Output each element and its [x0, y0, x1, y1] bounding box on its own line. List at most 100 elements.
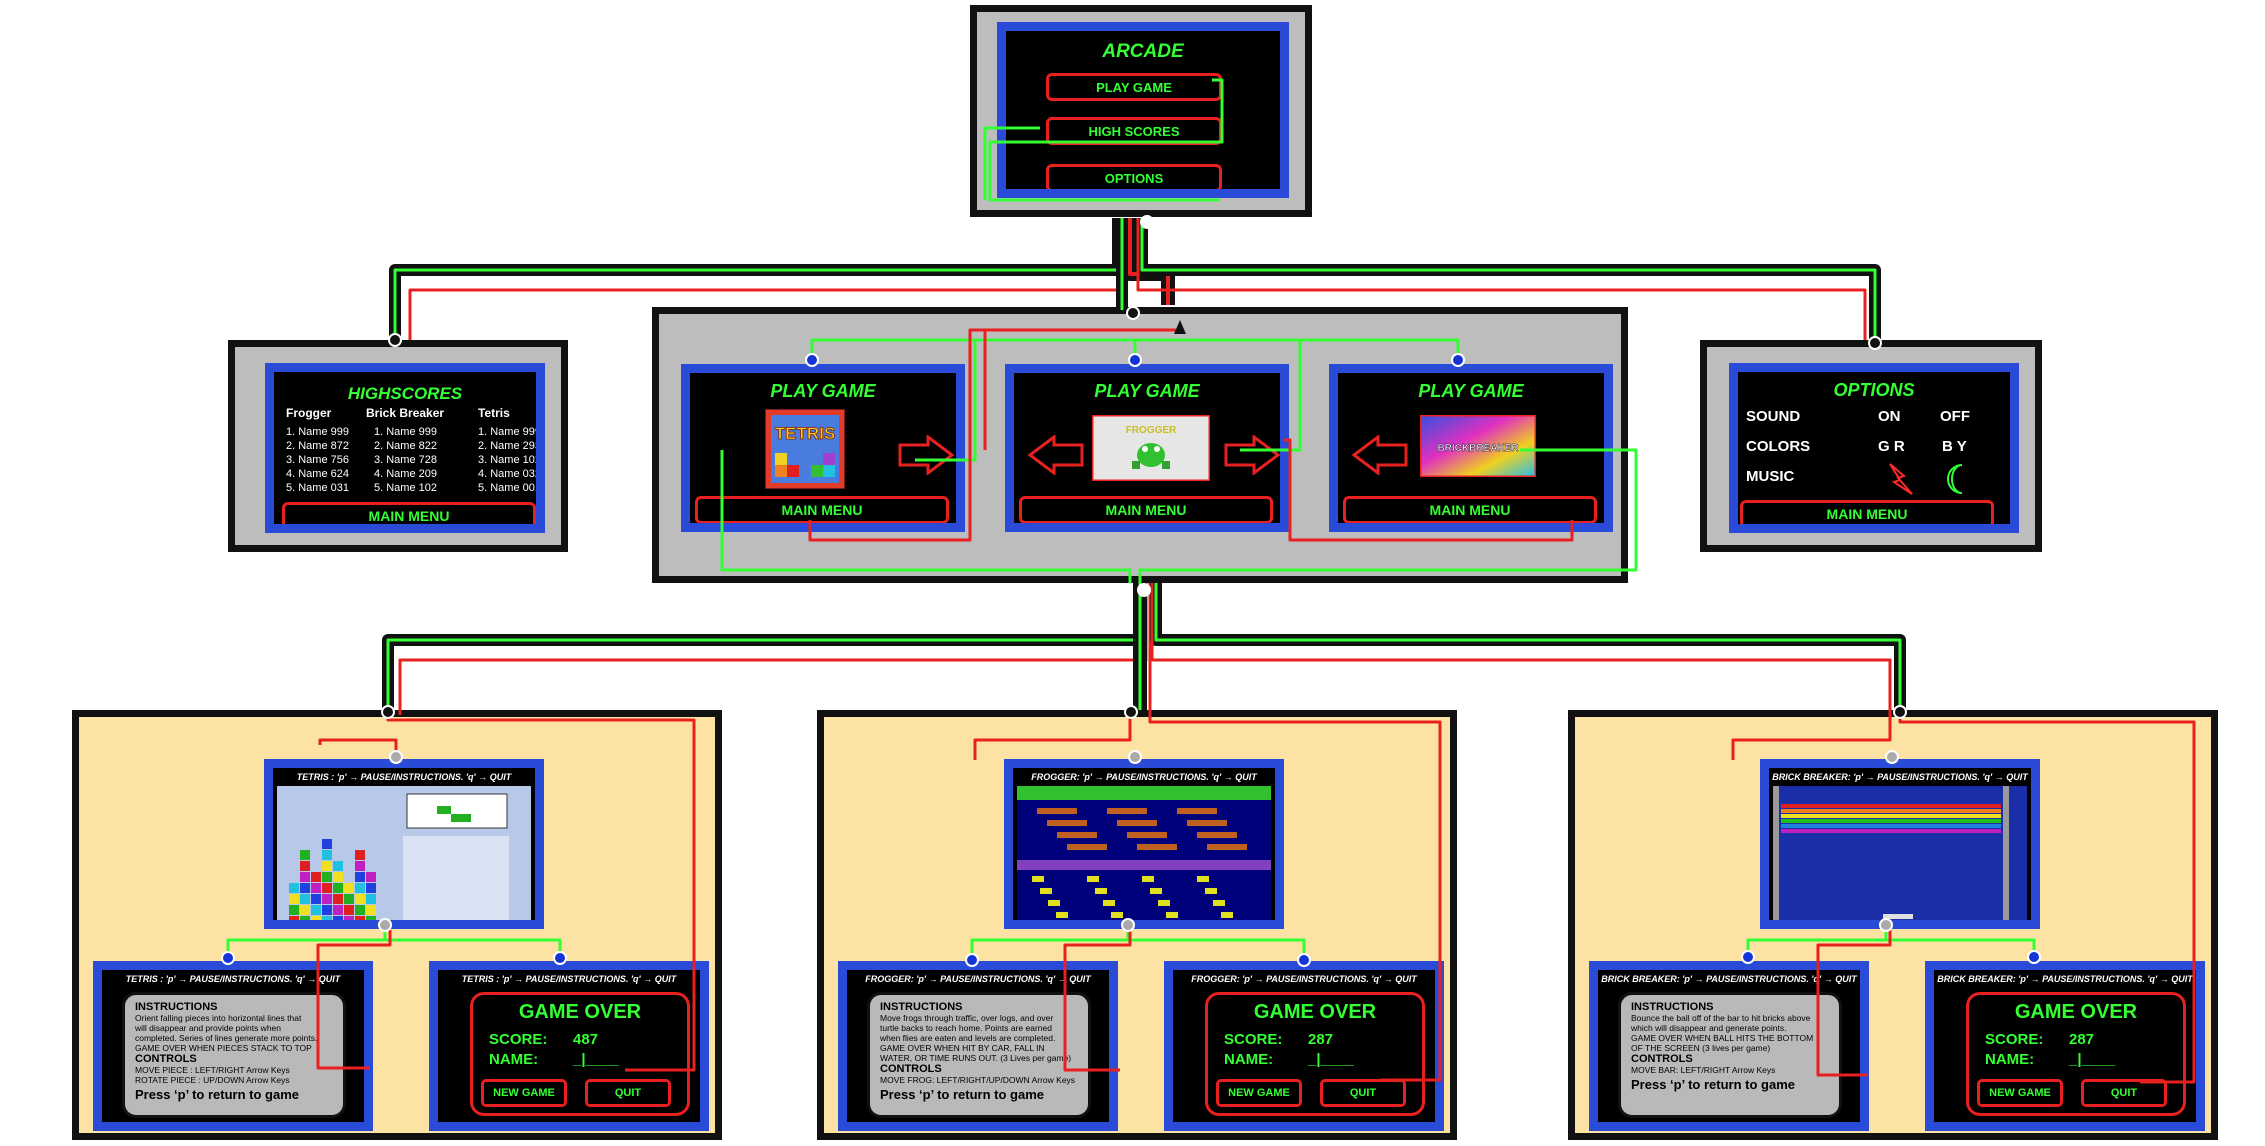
hs-cell: 4. Name 624	[286, 468, 349, 480]
prev-arrow-icon[interactable]	[1352, 435, 1408, 475]
game-header: BRICK BREAKER: 'p' → PAUSE/INSTRUCTIONS.…	[1937, 974, 2193, 984]
gameover-screen-tetris: TETRIS : 'p' → PAUSE/INSTRUCTIONS. 'q' →…	[429, 961, 709, 1131]
return-hint: Press ‘p’ to return to game	[135, 1087, 299, 1102]
instructions-line: Move frogs through traffic, over logs, a…	[880, 1013, 1054, 1023]
hs-cell: 5. Name 001	[478, 482, 541, 494]
name-input[interactable]: _|____	[573, 1051, 619, 1068]
controls-line: MOVE BAR: LEFT/RIGHT Arrow Keys	[1631, 1065, 1776, 1075]
hs-cell: 3. Name 102	[478, 454, 541, 466]
option-sound-label: SOUND	[1746, 408, 1801, 425]
game-header: BRICK BREAKER: 'p' → PAUSE/INSTRUCTIONS.…	[1601, 974, 1857, 984]
hs-cell: 5. Name 102	[374, 482, 437, 494]
gameplay-screen-tetris[interactable]: TETRIS : 'p' → PAUSE/INSTRUCTIONS. 'q' →…	[264, 759, 544, 929]
next-arrow-icon[interactable]	[1224, 435, 1280, 475]
play-screen-frogger: PLAY GAME FROGGER MAIN MENU	[1005, 364, 1289, 532]
options-screen: OPTIONS SOUND ON OFF COLORS G R B Y MUSI…	[1729, 363, 2019, 533]
lightning-icon[interactable]	[1886, 462, 1916, 496]
controls-line: MOVE PIECE : LEFT/RIGHT Arrow Keys	[135, 1065, 290, 1075]
instructions-line: which will disappear and generate points…	[1631, 1023, 1787, 1033]
gameover-screen-brickbreaker: BRICK BREAKER: 'p' → PAUSE/INSTRUCTIONS.…	[1925, 961, 2205, 1131]
frogger-thumbnail[interactable]: FROGGER	[1092, 415, 1210, 481]
return-hint: Press ‘p’ to return to game	[880, 1087, 1044, 1102]
play-brick-main-menu-button[interactable]: MAIN MENU	[1343, 496, 1597, 523]
quit-button[interactable]: QUIT	[1320, 1079, 1406, 1107]
instructions-title: INSTRUCTIONS	[1631, 1001, 1714, 1013]
high-scores-button[interactable]: HIGH SCORES	[1046, 117, 1222, 145]
hs-cell: 5. Name 031	[286, 482, 349, 494]
name-input[interactable]: _|____	[1308, 1051, 1354, 1068]
controls-title: CONTROLS	[880, 1063, 942, 1075]
instructions-line: WATER, OR TIME RUNS OUT. (3 Lives per ga…	[880, 1053, 1072, 1063]
next-arrow-icon[interactable]	[898, 435, 954, 475]
hs-col-brick: Brick Breaker	[366, 406, 445, 420]
play-tetris-main-menu-button[interactable]: MAIN MENU	[695, 496, 949, 523]
options-button[interactable]: OPTIONS	[1046, 164, 1222, 189]
instructions-screen-brickbreaker: BRICK BREAKER: 'p' → PAUSE/INSTRUCTIONS.…	[1589, 961, 1869, 1131]
controls-line: ROTATE PIECE : UP/DOWN Arrow Keys	[135, 1075, 290, 1085]
hs-cell: 4. Name 032	[478, 468, 541, 480]
controls-line: MOVE FROG: LEFT/RIGHT/UP/DOWN Arrow Keys	[880, 1075, 1076, 1085]
gameplay-screen-frogger[interactable]: FROGGER: 'p' → PAUSE/INSTRUCTIONS. 'q' →…	[1004, 759, 1284, 929]
play-game-button[interactable]: PLAY GAME	[1046, 73, 1222, 101]
new-game-button[interactable]: NEW GAME	[1216, 1079, 1302, 1107]
quit-button[interactable]: QUIT	[2081, 1079, 2167, 1107]
option-sound-off[interactable]: OFF	[1940, 408, 1970, 425]
hs-cell: 4. Name 209	[374, 468, 437, 480]
frogger-logo-text: FROGGER	[1126, 425, 1177, 436]
instructions-line: Bounce the ball off of the bar to hit br…	[1631, 1013, 1811, 1023]
instructions-line: when flies are eaten and levels are comp…	[880, 1033, 1056, 1043]
game-header: TETRIS : 'p' → PAUSE/INSTRUCTIONS. 'q' →…	[461, 974, 677, 984]
option-sound-on[interactable]: ON	[1878, 408, 1901, 425]
play-tetris-title: PLAY GAME	[770, 381, 876, 401]
instructions-title: INSTRUCTIONS	[135, 1001, 218, 1013]
gameplay-screen-brickbreaker[interactable]: BRICK BREAKER: 'p' → PAUSE/INSTRUCTIONS.…	[1760, 759, 2040, 929]
name-input[interactable]: _|____	[2069, 1051, 2115, 1068]
tetris-logo-text: TETRIS	[775, 424, 835, 443]
prev-arrow-icon[interactable]	[1028, 435, 1084, 475]
game-header: BRICK BREAKER: 'p' → PAUSE/INSTRUCTIONS.…	[1772, 772, 2028, 782]
instructions-screen-frogger: FROGGER: 'p' → PAUSE/INSTRUCTIONS. 'q' →…	[838, 961, 1118, 1131]
brickbreaker-logo-text: BRICKBREAKER	[1437, 443, 1519, 454]
highscores-panel: HIGHSCORES Frogger Brick Breaker Tetris …	[228, 340, 568, 552]
options-main-menu-button[interactable]: MAIN MENU	[1740, 500, 1994, 524]
highscores-main-menu-button[interactable]: MAIN MENU	[282, 502, 536, 524]
instructions-line: will disappear and provide points when	[135, 1023, 282, 1033]
moon-icon[interactable]	[1944, 462, 1970, 496]
play-screen-tetris: PLAY GAME TETRIS MAIN MENU	[681, 364, 965, 532]
hs-cell: 3. Name 756	[286, 454, 349, 466]
gameplay-canvas[interactable]	[277, 786, 531, 922]
options-panel: OPTIONS SOUND ON OFF COLORS G R B Y MUSI…	[1700, 340, 2042, 552]
name-label: NAME:	[1985, 1051, 2035, 1068]
quit-button[interactable]: QUIT	[585, 1079, 671, 1107]
new-game-button[interactable]: NEW GAME	[481, 1079, 567, 1107]
gameover-screen-frogger: FROGGER: 'p' → PAUSE/INSTRUCTIONS. 'q' →…	[1164, 961, 1444, 1131]
highscores-screen: HIGHSCORES Frogger Brick Breaker Tetris …	[265, 363, 545, 533]
hs-cell: 1. Name 999	[374, 426, 437, 438]
option-colors-gr[interactable]: G R	[1878, 438, 1905, 455]
arcade-title: ARCADE	[1102, 41, 1184, 62]
brickbreaker-thumbnail[interactable]: BRICKBREAKER	[1420, 415, 1536, 477]
instructions-line: GAME OVER WHEN BALL HITS THE BOTTOM	[1631, 1033, 1814, 1043]
options-title: OPTIONS	[1833, 380, 1915, 400]
gameplay-canvas[interactable]	[1017, 786, 1271, 922]
gameplay-canvas[interactable]	[1773, 786, 2027, 922]
game-header: FROGGER: 'p' → PAUSE/INSTRUCTIONS. 'q' →…	[1191, 974, 1417, 984]
option-colors-by[interactable]: B Y	[1942, 438, 1967, 455]
instructions-title: INSTRUCTIONS	[880, 1001, 963, 1013]
instructions-line: GAME OVER WHEN PIECES STACK TO TOP	[135, 1043, 312, 1053]
play-screen-brickbreaker: PLAY GAME BRICKBREAKER MAIN MENU	[1329, 364, 1613, 532]
game-panel-frogger: FROGGER: 'p' → PAUSE/INSTRUCTIONS. 'q' →…	[817, 710, 1457, 1140]
play-game-panel: PLAY GAME TETRIS MAIN MENU PLAY GAME FRO…	[652, 307, 1628, 583]
controls-title: CONTROLS	[135, 1053, 197, 1065]
hs-cell: 2. Name 872	[286, 440, 349, 452]
gameover-title: GAME OVER	[2014, 1001, 2138, 1023]
play-frogger-main-menu-button[interactable]: MAIN MENU	[1019, 496, 1273, 523]
instructions-line: GAME OVER WHEN HIT BY CAR, FALL IN	[880, 1043, 1045, 1053]
instructions-line: OF THE SCREEN (3 lives per game)	[1631, 1043, 1771, 1053]
new-game-button[interactable]: NEW GAME	[1977, 1079, 2063, 1107]
tetris-thumbnail[interactable]: TETRIS	[765, 409, 845, 489]
score-label: SCORE:	[489, 1031, 548, 1048]
